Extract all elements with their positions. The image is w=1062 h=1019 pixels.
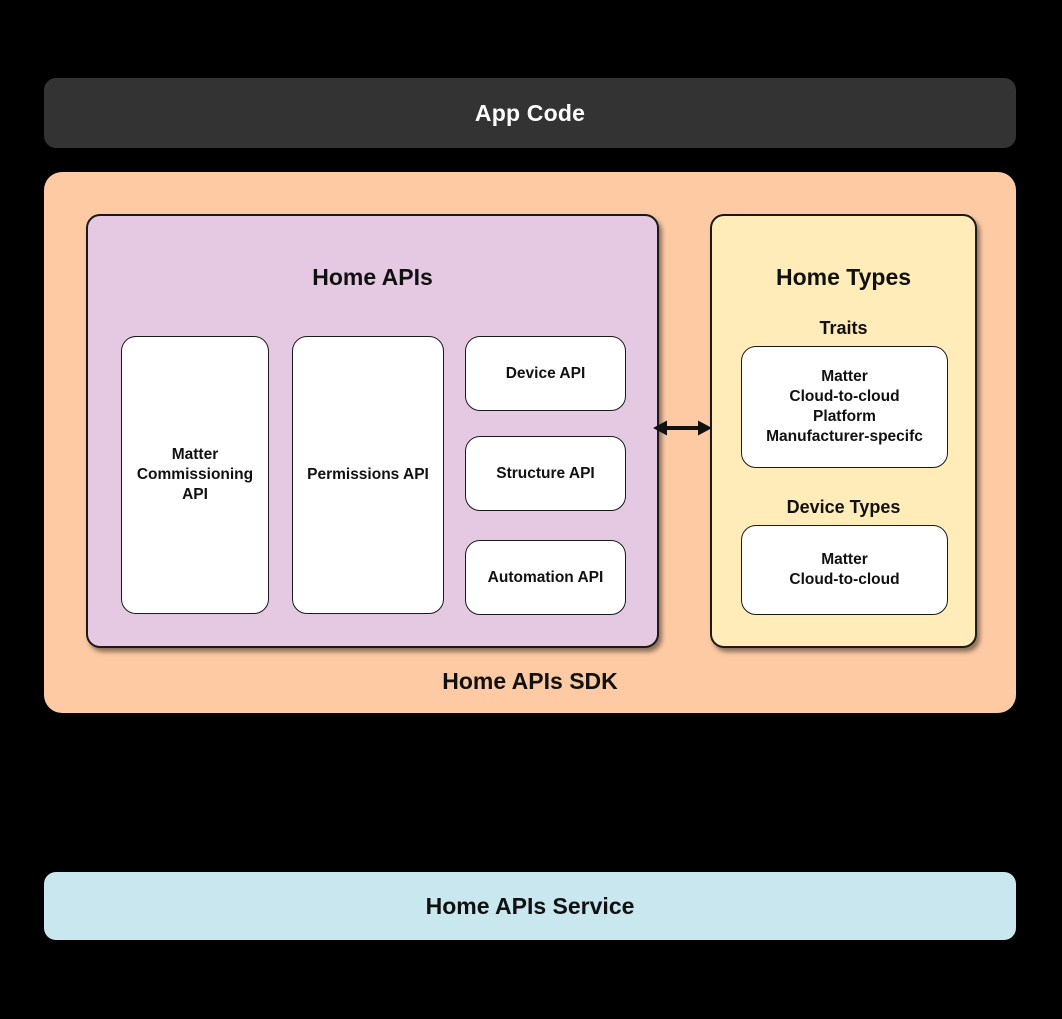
structure-api-box: Structure API [465,436,626,511]
traits-heading: Traits [819,318,868,338]
home-apis-sdk-label: Home APIs SDK [442,668,618,694]
matter-commissioning-api-box: Matter Commissioning API [121,336,269,614]
traits-list: Matter Cloud-to-cloud Platform Manufactu… [766,368,923,445]
app-code-bar: App Code [44,78,1016,148]
matter-commissioning-api-label: Matter Commissioning API [136,446,254,503]
app-code-label: App Code [474,99,586,126]
home-types-title: Home Types [775,264,912,290]
home-apis-sdk-container: Home APIs Matter Commissioning API Permi… [44,172,1016,713]
device-types-box: Matter Cloud-to-cloud [741,525,948,615]
automation-api-box: Automation API [465,540,626,615]
bidirectional-arrow-icon [653,416,712,440]
structure-api-label: Structure API [496,464,595,482]
home-apis-service-label: Home APIs Service [425,892,635,919]
home-apis-service-bar: Home APIs Service [44,872,1016,940]
device-types-list: Matter Cloud-to-cloud [789,551,900,588]
permissions-api-label: Permissions API [307,466,429,483]
device-api-box: Device API [465,336,626,411]
home-apis-group: Home APIs Matter Commissioning API Permi… [86,214,659,648]
device-types-heading: Device Types [786,497,901,517]
traits-box: Matter Cloud-to-cloud Platform Manufactu… [741,346,948,468]
home-apis-title: Home APIs [312,264,433,290]
home-types-group: Home Types Traits Matter Cloud-to-cloud … [710,214,977,648]
permissions-api-box: Permissions API [292,336,444,614]
device-api-label: Device API [505,364,586,382]
automation-api-label: Automation API [487,568,604,586]
